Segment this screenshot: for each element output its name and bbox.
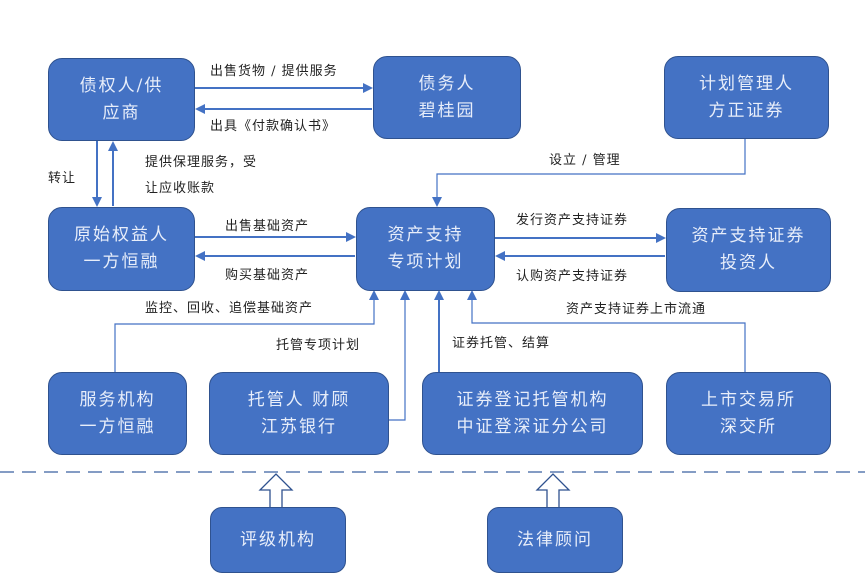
- node-creditor-line1: 债权人/供: [79, 75, 164, 96]
- label-factoring-line1: 提供保理服务，受: [145, 155, 258, 170]
- label-transfer: 转让: [48, 171, 77, 186]
- label-sell-goods: 出售货物 / 提供服务: [210, 64, 338, 79]
- node-servicer-line1: 服务机构: [79, 389, 156, 410]
- arrow-custody-plan: [389, 290, 410, 421]
- arrow-listing: [467, 290, 746, 372]
- node-investors-line2: 投资人: [720, 253, 777, 273]
- node-creditor-line2: 应商: [102, 102, 141, 123]
- node-registrar-line1: 证券登记托管机构: [456, 389, 609, 410]
- node-legal-counsel: 法律顾问: [487, 507, 623, 573]
- node-exchange-line2: 深交所: [720, 416, 777, 437]
- node-debtor: 债务人 碧桂园: [373, 56, 521, 139]
- node-exchange: 上市交易所 深交所: [666, 372, 831, 455]
- node-registrar-line2: 中证登深证分公司: [456, 416, 609, 437]
- node-originator-line1: 原始权益人: [74, 225, 169, 245]
- node-originator: 原始权益人 一方恒融: [48, 207, 195, 291]
- node-spv: 资产支持 专项计划: [356, 207, 495, 291]
- node-rating-agency-line1: 评级机构: [240, 529, 316, 550]
- node-registrar: 证券登记托管机构 中证登深证分公司: [422, 372, 643, 455]
- node-debtor-line1: 债务人: [418, 73, 476, 94]
- label-issue-abs: 发行资产支持证券: [516, 213, 629, 228]
- node-custodian: 托管人 财顾 江苏银行: [209, 372, 389, 455]
- node-custodian-line1: 托管人 财顾: [247, 389, 351, 410]
- node-plan-manager-line2: 方正证券: [708, 100, 785, 121]
- node-debtor-line2: 碧桂园: [418, 100, 476, 121]
- label-establish-manage: 设立 / 管理: [549, 153, 621, 168]
- node-legal-counsel-line1: 法律顾问: [517, 529, 593, 550]
- node-investors: 资产支持证券 投资人: [666, 208, 831, 292]
- node-originator-line2: 一方恒融: [83, 252, 160, 272]
- label-factoring-line2: 让应收账款: [145, 181, 216, 196]
- label-subscribe-abs: 认购资产支持证券: [516, 269, 629, 284]
- node-custodian-line2: 江苏银行: [261, 416, 337, 437]
- arrow-establish-manage: [432, 138, 746, 207]
- node-servicer-line2: 一方恒融: [79, 416, 156, 437]
- node-creditor: 债权人/供 应商: [48, 58, 195, 141]
- node-plan-manager: 计划管理人 方正证券: [664, 56, 829, 139]
- label-monitor: 监控、回收、追偿基础资产: [145, 301, 314, 316]
- label-listing: 资产支持证券上市流通: [566, 302, 707, 317]
- block-arrow-legal: [535, 473, 571, 507]
- label-payment-confirmation: 出具《付款确认书》: [210, 119, 337, 134]
- label-custody-plan: 托管专项计划: [276, 338, 361, 353]
- block-arrow-rating: [258, 473, 294, 507]
- node-rating-agency: 评级机构: [210, 507, 346, 573]
- node-spv-line2: 专项计划: [387, 252, 464, 272]
- node-exchange-line1: 上市交易所: [701, 389, 796, 410]
- label-securities-custody: 证券托管、结算: [452, 336, 551, 351]
- node-plan-manager-line1: 计划管理人: [699, 73, 794, 94]
- node-investors-line1: 资产支持证券: [691, 226, 806, 246]
- arrow-monitor: [114, 290, 379, 372]
- node-servicer: 服务机构 一方恒融: [48, 372, 187, 455]
- node-spv-line1: 资产支持: [387, 225, 464, 245]
- label-buy-assets: 购买基础资产: [225, 268, 310, 283]
- label-sell-assets: 出售基础资产: [225, 219, 310, 234]
